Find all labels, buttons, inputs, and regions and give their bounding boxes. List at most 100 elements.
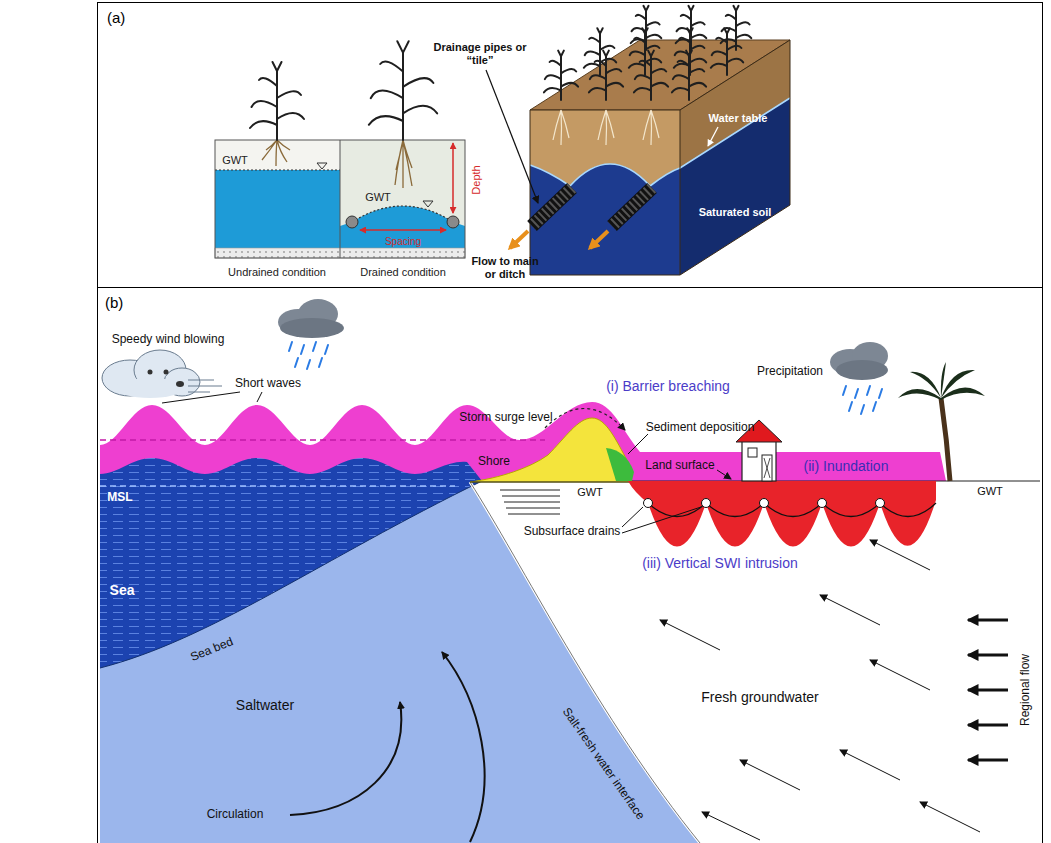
sea — [100, 458, 482, 668]
breaching-arc — [545, 408, 625, 430]
flow-label: Flow to main or ditch — [465, 255, 545, 280]
wind-cloud — [188, 380, 222, 392]
palm-tree — [941, 370, 975, 398]
drained-soil — [423, 201, 433, 207]
palm-tree — [941, 362, 946, 398]
dimension-label: Depth — [470, 165, 483, 194]
water-table-label: GWT — [577, 486, 603, 499]
drainage-pipe — [532, 188, 572, 226]
rain-cloud — [836, 360, 888, 380]
crop-roots — [553, 110, 659, 145]
panel-frame: (a) — [97, 2, 1043, 288]
level-label: Storm surge level — [459, 411, 552, 425]
zone-label: Saltwater — [236, 697, 294, 713]
groundwater-flow-arrow — [870, 540, 930, 570]
shore-barrier — [606, 448, 634, 481]
crop-roots — [262, 140, 290, 166]
soil-block — [530, 110, 680, 275]
rain-cloud — [289, 342, 328, 369]
soil-block — [530, 40, 790, 275]
flow-arrow — [510, 231, 608, 248]
swi-intrusion-zone — [644, 499, 653, 508]
crop-field — [672, 51, 706, 100]
section-outline — [215, 140, 465, 258]
drained-soil — [352, 206, 453, 222]
spacing-arrow — [360, 230, 446, 231]
leader-line — [717, 470, 731, 479]
process-label: (iii) Vertical SWI intrusion — [642, 555, 798, 571]
depth-arrow — [453, 143, 454, 213]
crop-roots — [598, 110, 614, 145]
wind-cloud — [116, 378, 184, 398]
crop-field — [634, 51, 668, 100]
water-table-label: GWT — [365, 191, 391, 204]
zone-label: Fresh groundwater — [701, 689, 819, 705]
groundwater-flow-arrow — [702, 812, 760, 840]
wind-cloud — [102, 350, 222, 398]
soil-block — [530, 98, 790, 186]
drained-soil — [340, 206, 465, 248]
panel-letter: (a) — [107, 9, 125, 26]
groundwater-flow-arrow — [920, 802, 980, 832]
leader-line — [162, 392, 731, 533]
crop-field — [544, 6, 751, 100]
regional-flow-arrow — [968, 619, 1008, 622]
palm-tree — [941, 398, 950, 481]
soil-block — [530, 40, 790, 275]
circulation-arrow — [290, 702, 401, 815]
dimension-label: Spacing — [385, 236, 421, 248]
pipe-label: Drainage pipes or “tile” — [430, 41, 530, 66]
crop-plant — [250, 62, 304, 140]
undrained-soil — [215, 140, 340, 248]
saturation-hatching — [500, 490, 560, 514]
groundwater-flow-arrow — [660, 620, 720, 650]
regional-flow-arrow — [968, 759, 1008, 762]
crop-plant — [369, 41, 437, 140]
swi-intrusion-zone — [760, 499, 769, 508]
process-label: (ii) Inundation — [804, 458, 889, 474]
feature-label: Shore — [478, 455, 510, 469]
leader-line — [708, 127, 718, 146]
undrained-soil — [215, 169, 340, 170]
drained-soil — [346, 216, 358, 228]
shore-barrier — [470, 418, 634, 482]
regional-flow-arrow — [968, 689, 1008, 692]
crop-field — [584, 28, 616, 75]
shore-barrier — [470, 482, 632, 483]
drained-soil — [340, 140, 465, 248]
crop-field — [629, 28, 661, 75]
rain-cloud — [278, 299, 888, 414]
flow-arrow — [590, 231, 608, 248]
drainage-pipe — [532, 188, 572, 226]
water-table-label: Water table — [709, 112, 768, 125]
zone-label: Saturated soil — [699, 206, 772, 219]
house — [742, 440, 776, 481]
circulation-arrow — [290, 652, 485, 842]
rain-cloud — [280, 318, 344, 338]
feature-label: Land surface — [645, 459, 714, 473]
section-outline — [340, 140, 341, 258]
weather-label: Precipitation — [757, 365, 823, 379]
regional-flow-arrow — [968, 654, 1008, 657]
leader-line — [486, 70, 538, 203]
drained-soil — [340, 140, 465, 248]
water-table-label: GWT — [222, 154, 248, 167]
water-table-label: GWT — [977, 485, 1003, 498]
panel-letter: (b) — [105, 294, 123, 311]
circulation-arrow — [442, 652, 485, 842]
swi-intrusion-zone — [876, 499, 885, 508]
wind-cloud — [148, 370, 153, 375]
crop-roots — [395, 140, 412, 188]
leader-line — [486, 70, 718, 203]
regional-flow-arrow — [968, 620, 1008, 760]
swi-intrusion-zone — [628, 481, 936, 547]
house — [762, 455, 772, 481]
wind-cloud — [164, 370, 169, 375]
palm-tree — [898, 362, 985, 481]
weather-label: Speedy wind blowing — [112, 333, 225, 347]
crop-roots — [262, 140, 412, 188]
drainage-pipe — [612, 188, 652, 226]
breaching-arc — [545, 408, 625, 430]
rain-cloud — [843, 386, 882, 414]
drained-soil — [447, 216, 459, 228]
